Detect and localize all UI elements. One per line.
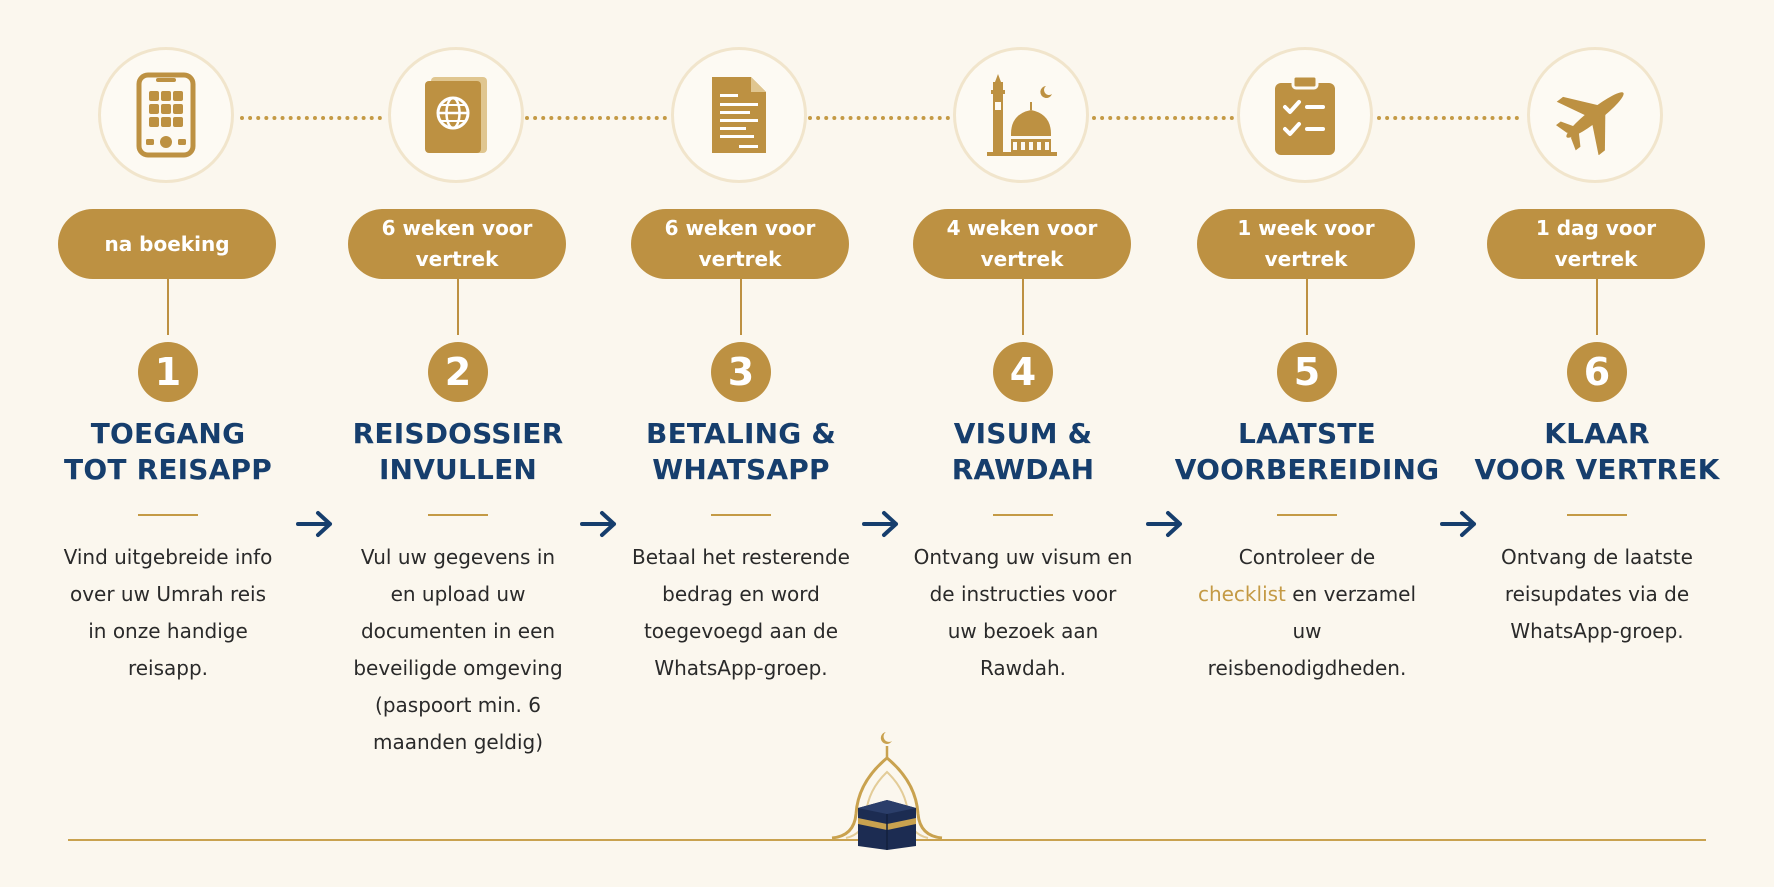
step-4-number: 4	[993, 342, 1053, 402]
connector-3-4	[808, 116, 950, 120]
passport-icon	[425, 77, 487, 153]
step-1-number: 1	[138, 342, 198, 402]
step-6-divider	[1567, 514, 1627, 516]
checklist-link[interactable]: checklist	[1197, 582, 1286, 606]
step-1-divider	[138, 514, 198, 516]
step-2-divider	[428, 514, 488, 516]
step-3-icon-circle	[671, 47, 807, 183]
arrow-right-icon	[862, 511, 898, 537]
step-1-timing-badge: na boeking	[58, 209, 276, 279]
step-4-stem	[1022, 279, 1024, 335]
step-2-timing-badge: 6 weken voor vertrek	[348, 209, 566, 279]
step-4-title: VISUM & RAWDAH	[951, 417, 1095, 486]
arrow-right-icon	[580, 511, 616, 537]
smartphone-app-icon	[136, 72, 196, 158]
step-1-description: Vind uitgebreide info over uw Umrah reis…	[63, 545, 273, 680]
connector-4-5	[1092, 116, 1234, 120]
kaaba-dome-icon	[831, 732, 943, 850]
connector-2-3	[525, 116, 667, 120]
mosque-icon	[987, 74, 1057, 156]
step-3-stem	[740, 279, 742, 335]
step-2-stem	[457, 279, 459, 335]
step-2-title: REISDOSSIER INVULLEN	[352, 417, 564, 486]
step-5-icon-circle	[1237, 47, 1373, 183]
step-2-icon-circle	[388, 47, 524, 183]
step-6-description: Ontvang de laatste reisupdates via de Wh…	[1501, 545, 1693, 643]
clipboard-checklist-icon	[1275, 74, 1335, 155]
step-5-title: LAATSTE VOORBEREIDING	[1174, 417, 1440, 486]
arrow-right-icon	[1440, 511, 1476, 537]
step-3-number: 3	[711, 342, 771, 402]
step-5-stem	[1306, 279, 1308, 335]
step-6-icon-circle	[1527, 47, 1663, 183]
step-5-description-end: en verzamel uw reisbenodigdheden.	[1207, 582, 1417, 680]
step-6-stem	[1596, 279, 1598, 335]
step-1-icon-circle	[98, 47, 234, 183]
step-4-divider	[993, 514, 1053, 516]
step-4-description: Ontvang uw visum en de instructies voor …	[913, 545, 1133, 680]
connector-5-6	[1377, 116, 1519, 120]
step-5-description: Controleer de checklist en verzamel uw r…	[1197, 539, 1417, 687]
step-5-number: 5	[1277, 342, 1337, 402]
step-2-description: Vul uw gegevens in en upload uw document…	[353, 545, 563, 754]
arrow-right-icon	[1146, 511, 1182, 537]
step-4-timing-badge: 4 weken voor vertrek	[913, 209, 1131, 279]
step-3-divider	[711, 514, 771, 516]
step-3-title: BETALING & WHATSAPP	[646, 417, 836, 486]
step-1-stem	[167, 279, 169, 335]
step-5-description-start: Controleer de	[1238, 545, 1376, 569]
step-3-timing-badge: 6 weken voor vertrek	[631, 209, 849, 279]
step-6-number: 6	[1567, 342, 1627, 402]
airplane-icon	[1555, 92, 1624, 155]
document-icon	[712, 77, 766, 153]
connector-1-2	[240, 116, 382, 120]
step-1-title: TOEGANG TOT REISAPP	[64, 417, 272, 486]
step-5-timing-badge: 1 week voor vertrek	[1197, 209, 1415, 279]
arrow-right-icon	[296, 511, 332, 537]
step-3-description: Betaal het resterende bedrag en word toe…	[632, 545, 850, 680]
step-5-divider	[1277, 514, 1337, 516]
step-4-icon-circle	[953, 47, 1089, 183]
step-6-title: KLAAR VOOR VERTREK	[1474, 417, 1720, 486]
step-2-number: 2	[428, 342, 488, 402]
step-6-timing-badge: 1 dag voor vertrek	[1487, 209, 1705, 279]
